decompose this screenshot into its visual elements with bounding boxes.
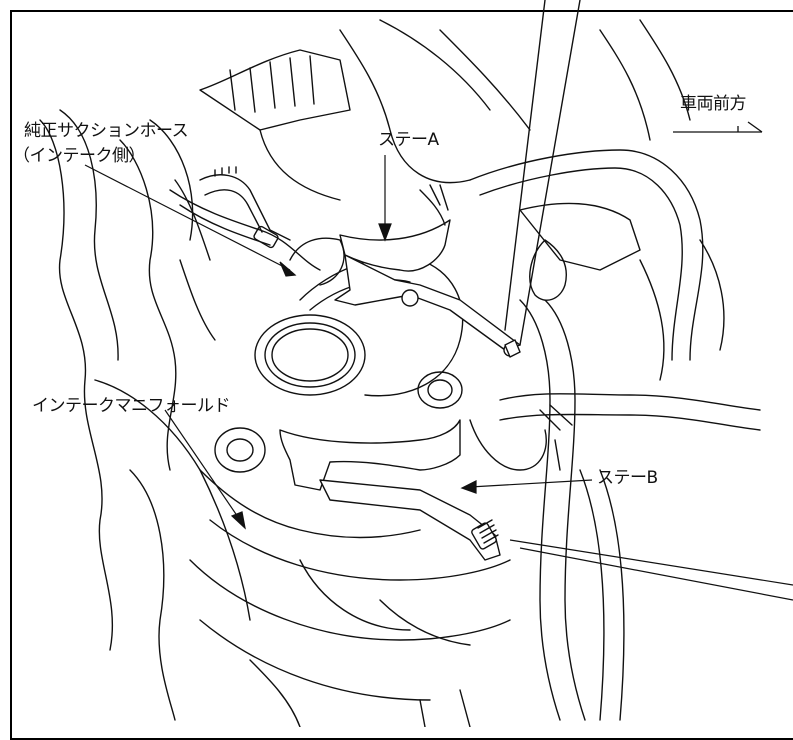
intake-manifold-label: インテークマニフォールド: [32, 396, 231, 416]
stay-b: [279, 419, 501, 561]
leader-stay-b: [469, 479, 593, 488]
leader-intake-manifold-arrow: [230, 511, 246, 530]
sensor-connectors: [179, 166, 449, 341]
leader-right-b: [519, 547, 793, 601]
vehicle-front-label: 車両前方: [680, 94, 747, 114]
stay-a-label: ステーA: [378, 130, 439, 150]
intake-hose-side-label: （インテーク側）: [13, 146, 146, 166]
leader-intake-hose-arrow: [279, 261, 297, 277]
stay-b-label: ステーB: [597, 468, 658, 488]
leader-intake-hose: [84, 164, 291, 271]
arrow-right-icon: [673, 121, 763, 133]
intake-hose-label: 純正サクションホース: [24, 121, 189, 141]
right-hoses: [469, 149, 761, 721]
tool-rods: [504, 0, 581, 346]
leader-right-a: [509, 539, 793, 586]
stay-a: [334, 219, 521, 358]
manifold-bosses: [189, 371, 511, 727]
leader-stay-a-arrow: [378, 223, 392, 242]
leader-intake-manifold: [164, 409, 241, 521]
leader-stay-b-arrow: [460, 480, 477, 494]
leader-lines: [84, 155, 793, 601]
